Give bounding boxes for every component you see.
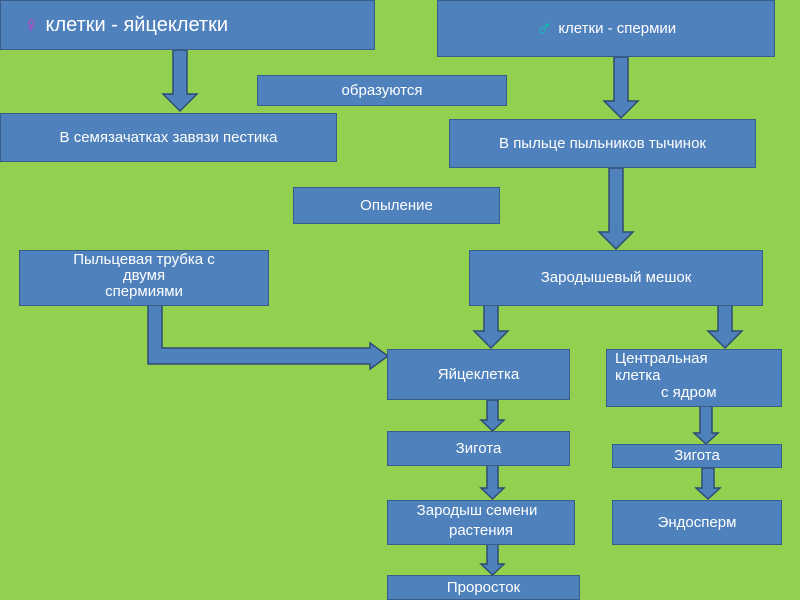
arrow-embryo-sac-to-egg [472,304,510,350]
zygote-left-label: Зигота [455,439,502,457]
pollen-tube-line-1: Пыльцевая трубка с [73,251,215,268]
female-symbol-icon: ♀ [23,12,40,37]
egg-cell-box: Яйцеклетка [387,349,570,400]
male-cells-label: клетки - спермии [558,19,677,37]
arrow-female-to-ovule [161,49,199,113]
arrow-egg-to-zygote [479,399,506,433]
pollination-label: Опыление [360,196,433,214]
endosperm-label: Эндосперм [657,513,737,531]
arrow-seed-embryo-to-sprout [479,543,506,577]
central-cell-box: Центральная клетка с ядром [606,349,782,407]
ovule-location-box: В семязачатках завязи пестика [0,113,337,162]
arrow-central-to-zygote [692,405,720,446]
female-cells-label: клетки - яйцеклетки [45,13,229,36]
egg-cell-label: Яйцеклетка [437,365,520,383]
pollen-location-label: В пыльце пыльников тычинок [499,134,706,152]
pollen-tube-box: Пыльцевая трубка с двумя спермиями [19,250,269,306]
arrow-tube-to-egg [147,304,390,371]
pollen-tube-line-2: двумя [122,267,166,284]
endosperm-box: Эндосперм [612,500,782,545]
embryo-sac-label: Зародышевый мешок [540,269,692,287]
female-cells-box: ♀ клетки - яйцеклетки [0,0,375,50]
seed-embryo-line-2: растения [448,522,513,539]
formed-box: образуются [257,75,507,106]
arrow-embryo-sac-to-central [706,304,744,350]
sprout-label: Проросток [446,578,521,596]
pollen-location-box: В пыльце пыльников тычинок [449,119,756,168]
pollination-box: Опыление [293,187,500,224]
arrow-male-to-pollen [602,56,640,120]
seed-embryo-line-1: Зародыш семени [416,502,538,519]
sprout-box: Проросток [387,575,580,600]
zygote-right-label: Зигота [674,447,720,465]
seed-embryo-box: Зародыш семени растения [387,500,575,545]
arrow-zygote-to-endosperm [694,467,722,501]
ovule-location-label: В семязачатках завязи пестика [59,128,278,146]
formed-label: образуются [341,81,423,99]
arrow-pollen-to-embryo-sac [597,167,635,251]
central-cell-line-1: Центральная [615,350,708,367]
male-cells-box: ♂ клетки - спермии [437,0,775,57]
pollen-tube-line-3: спермиями [105,283,183,300]
zygote-left-box: Зигота [387,431,570,466]
central-cell-line-2: клетка [615,367,661,384]
central-cell-line-3: с ядром [661,384,717,401]
zygote-right-box: Зигота [612,444,782,468]
arrow-zygote-to-seed-embryo [479,464,506,501]
male-symbol-icon: ♂ [535,15,553,41]
embryo-sac-box: Зародышевый мешок [469,250,763,306]
